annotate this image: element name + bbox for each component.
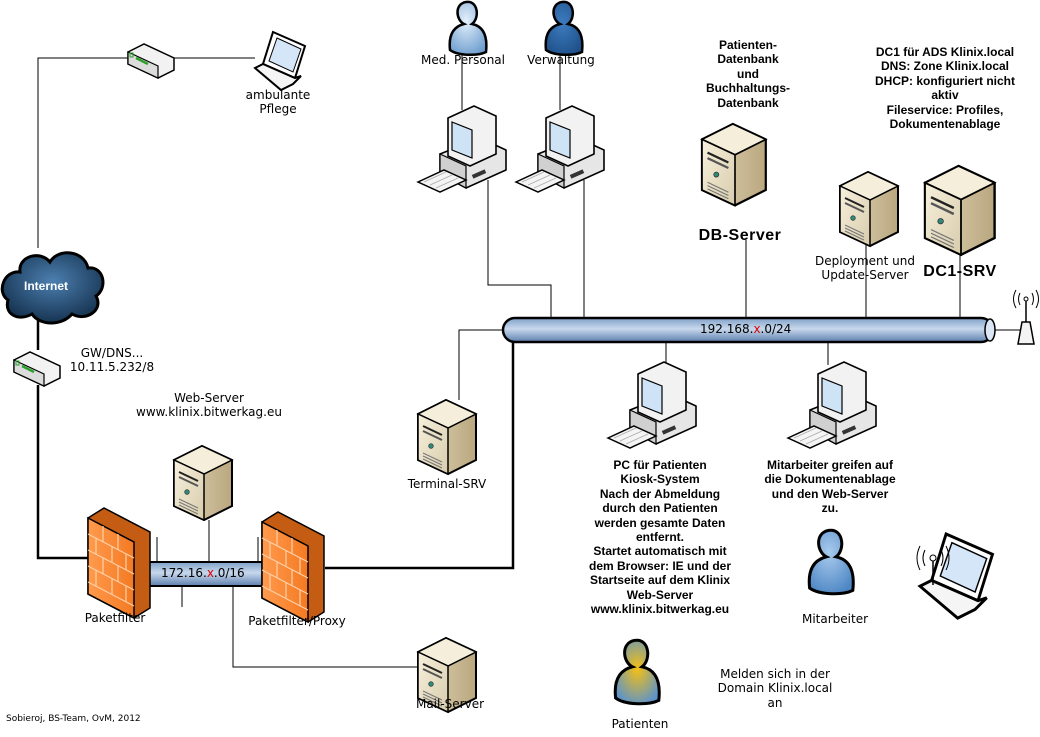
patienten-label: Patienten <box>611 717 669 731</box>
internet-label: Internet <box>24 279 69 293</box>
employee-pc-icon <box>787 361 877 449</box>
internet-cloud-icon <box>0 251 105 325</box>
wire-gw-to-firewall <box>36 385 88 560</box>
lan-subnet-prefix: 192.168. <box>700 322 754 336</box>
kiosk-pc-icon <box>607 361 697 449</box>
dc1-server-icon <box>923 164 996 257</box>
dmz-subnet-label: 172.16.x.0/16 <box>161 566 245 580</box>
med-personal-label: Med. Personal <box>421 53 505 67</box>
wire-internet-to-modem <box>37 57 135 248</box>
user-icon-med-personal <box>448 0 488 57</box>
desktop-pc-icon <box>515 105 605 193</box>
dc1-description: DC1 für ADS Klinix.local DNS: Zone Klini… <box>875 45 1015 131</box>
dmz-subnet-prefix: 172.16. <box>161 566 207 580</box>
mitarbeiter-label: Mitarbeiter <box>801 612 869 626</box>
user-icon-verwaltung <box>544 0 584 57</box>
connection-lines <box>36 48 1020 668</box>
deploy-server-icon <box>839 171 899 247</box>
dmz-subnet-variable: x <box>206 566 214 580</box>
wire-dmz-to-mailserver <box>232 585 420 668</box>
employee-pc-description: Mitarbeiter greifen auf die Dokumentenab… <box>764 458 896 516</box>
kiosk-pc-description: PC für Patienten Kiosk-System Nach der A… <box>588 458 732 616</box>
firewall-icon <box>87 507 151 619</box>
web-server-label: Web-Server www.klinix.bitwerkag.eu <box>136 391 282 420</box>
db-server-description: Patienten- Datenbank und Buchhaltungs- D… <box>706 38 790 110</box>
wireless-access-point-icon <box>1013 289 1039 345</box>
terminal-server-icon <box>417 399 477 475</box>
web-server-icon <box>173 445 233 521</box>
lan-bus <box>501 316 996 344</box>
lan-subnet-suffix: .0/24 <box>760 322 792 336</box>
firewall-proxy-icon <box>261 511 325 623</box>
wire-proxy-to-lan <box>325 340 515 570</box>
firewall-proxy-label: Paketfilter/Proxy <box>248 614 346 628</box>
wireless-laptop-icon <box>916 532 994 620</box>
wire-terminal-to-lan <box>458 329 503 400</box>
gateway-label: GW/DNS... 10.11.5.232/8 <box>69 346 155 375</box>
dmz-subnet-suffix: .0/16 <box>213 566 245 580</box>
dc1-name: DC1-SRV <box>923 263 997 280</box>
db-server-icon <box>700 122 767 207</box>
user-icon-patienten <box>613 638 661 706</box>
verwaltung-label: Verwaltung <box>527 53 595 67</box>
gateway-router-icon <box>12 350 62 388</box>
modem-icon <box>126 42 176 80</box>
desktop-pc-icon <box>417 105 507 193</box>
user-icon-mitarbeiter <box>807 528 855 596</box>
db-server-name: DB-Server <box>698 227 782 244</box>
mail-server-label: Mail-Server <box>415 697 485 711</box>
lan-subnet-label: 192.168.x.0/24 <box>700 322 791 336</box>
wire-pc-to-lan <box>487 180 552 318</box>
firewall-label: Paketfilter <box>84 611 146 625</box>
credit-text: Sobieroj, BS-Team, OvM, 2012 <box>6 714 141 724</box>
remote-care-label: ambulante Pflege <box>245 88 311 117</box>
lan-subnet-variable: x <box>753 322 761 336</box>
deploy-server-label: Deployment und Update-Server <box>814 254 916 283</box>
domain-login-note: Melden sich in der Domain Klinix.local a… <box>717 667 833 710</box>
terminal-server-label: Terminal-SRV <box>407 477 487 491</box>
laptop-icon <box>254 31 306 91</box>
